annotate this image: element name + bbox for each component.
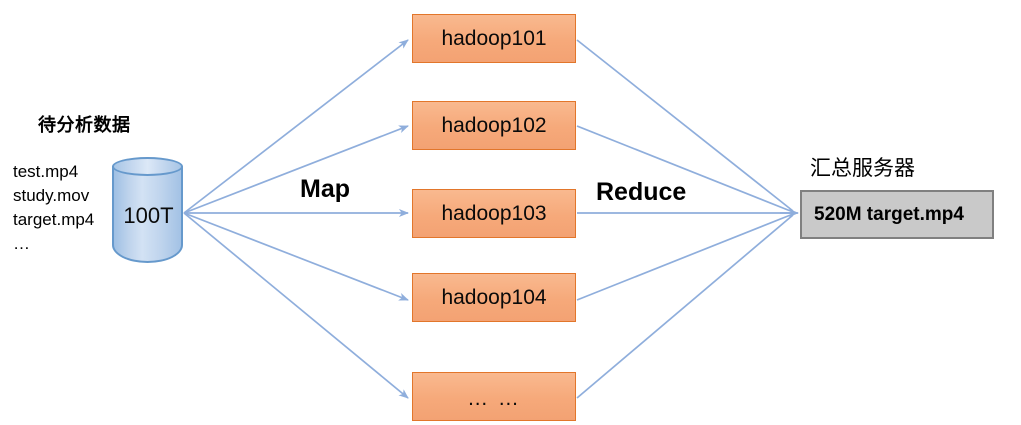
data-store-capacity: 100T	[123, 203, 174, 228]
data-store-cylinder: 100T	[112, 157, 187, 272]
summary-server-title: 汇总服务器	[810, 157, 915, 180]
source-file-list: test.mp4 study.mov target.mp4 …	[13, 160, 113, 256]
node-box-hadoop102[interactable]: hadoop102	[412, 101, 576, 150]
node-box-hadoop104[interactable]: hadoop104	[412, 273, 576, 322]
cylinder-body	[112, 166, 183, 263]
file-item: test.mp4	[13, 162, 79, 181]
file-item: …	[13, 234, 30, 253]
node-box-hadoop103[interactable]: hadoop103	[412, 189, 576, 238]
file-item: target.mp4	[13, 210, 95, 229]
file-item: study.mov	[13, 186, 90, 205]
summary-result-box[interactable]: 520M target.mp4	[800, 190, 994, 239]
node-box-more[interactable]: … …	[412, 372, 576, 421]
node-box-hadoop101[interactable]: hadoop101	[412, 14, 576, 63]
cylinder-top-ellipse	[112, 157, 183, 176]
source-title: 待分析数据	[38, 115, 131, 135]
map-edges	[183, 39, 409, 399]
stage-label-reduce: Reduce	[596, 178, 687, 206]
stage-label-map: Map	[300, 175, 350, 203]
reduce-edges	[576, 39, 799, 399]
